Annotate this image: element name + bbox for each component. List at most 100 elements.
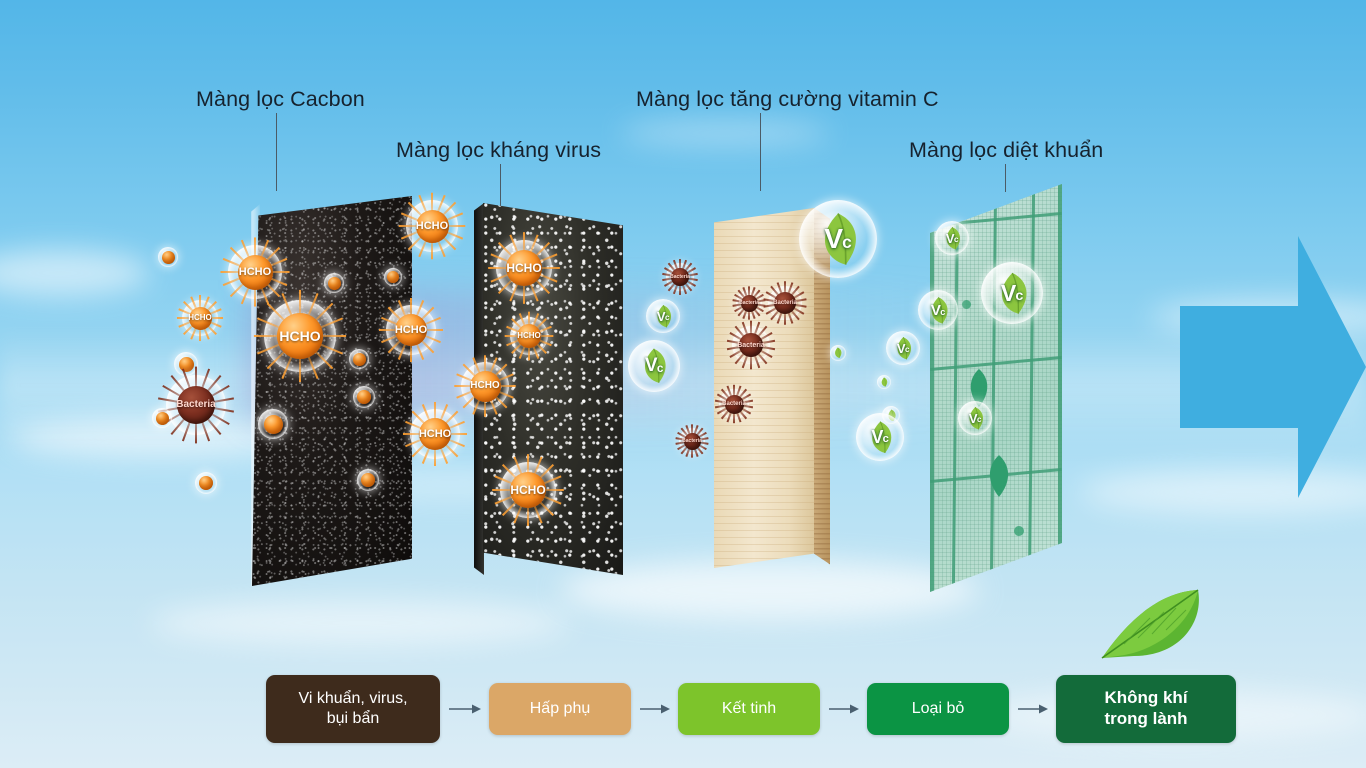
dust-core [199,476,213,490]
dust-particle [152,408,172,428]
box-remove[interactable]: Loại bỏ [867,683,1009,735]
dust-particle [158,247,178,267]
leaf-icon [824,213,856,265]
box-freshair[interactable]: Không khí trong lành [1056,675,1236,743]
particle-spikes [714,384,754,424]
leaf-icon [946,226,960,250]
label-antibact: Màng lọc diệt khuẩn [909,138,1104,162]
leaf-icon [645,348,666,384]
dust-core [263,414,283,434]
dust-core [361,473,375,487]
box-crystallize[interactable]: Kết tinh [678,683,820,735]
airflow-arrow-icon [1180,236,1366,498]
particle-spikes [726,320,776,370]
flow-arrow-icon [449,704,481,714]
dust-particle [349,349,369,369]
hcho-particle: HCHO [454,355,516,417]
leaf-icon [881,377,888,387]
antibacterial-filter-frame [930,184,1062,592]
particle-spikes [176,294,224,342]
vitaminc-dot [877,375,891,389]
hcho-particle: HCHO [504,311,554,361]
dust-particle [258,409,288,439]
box-adsorption[interactable]: Hấp phụ [489,683,631,735]
leaf-icon [970,369,988,407]
leaf-icon [657,304,671,328]
process-flow: Vi khuẩn, virus, bụi bẩn Hấp phụ Kết tinh L… [0,672,1366,747]
fresh-leaf-icon [1101,589,1199,659]
cloud [620,120,830,146]
vitaminc-filter [714,208,832,570]
dust-core [161,250,175,264]
bacteria-particle: Bacteria [726,320,776,370]
bacteria-core: Bacteria [722,394,746,414]
bacteria-particle: Bacteria [714,384,754,424]
hcho-core: HCHO [415,209,449,243]
hcho-core: HCHO [395,314,427,346]
dust-particle [195,472,217,494]
leaf-icon [969,406,983,430]
leader-line-carbon [276,113,277,191]
leaf-icon [1001,272,1027,314]
hcho-particle: HCHO [220,237,290,307]
bacteria-core: Bacteria [682,432,702,450]
hcho-core: HCHO [277,313,323,359]
particle-spikes [253,289,347,383]
dust-core [357,390,371,404]
mesh-dot [962,300,971,309]
leader-line-antivirus [500,164,501,211]
hcho-core: HCHO [188,306,212,330]
flow-arrow-icon [829,704,859,714]
leaf-icon [897,336,911,360]
leaf-icon [871,421,891,453]
dust-core [327,276,341,290]
particle-spikes [398,192,466,260]
hcho-particle: HCHO [492,454,564,526]
hcho-core: HCHO [469,370,501,402]
cloud [560,560,980,620]
hcho-core: HCHO [517,324,541,348]
bacteria-core: Bacteria [739,294,759,312]
vitaminc-filter-edge [814,208,830,565]
bacteria-core: Bacteria [773,292,797,314]
flow-arrow-icon [1018,704,1048,714]
leaf-icon [989,455,1009,497]
vitaminc-filter-face [714,208,814,568]
hcho-particle: HCHO [398,192,466,260]
box-contaminants[interactable]: Vi khuẩn, virus, bụi bẩn [266,675,440,743]
cloud [150,600,570,646]
hcho-particle: HCHO [253,289,347,383]
hcho-core: HCHO [237,254,273,290]
bacteria-particle: Bacteria [662,259,698,295]
bacteria-core: Bacteria [670,268,690,286]
bacteria-particle: Bacteria [675,424,709,458]
bacteria-core: Bacteria [176,386,216,424]
label-carbon: Màng lọc Cacbon [196,87,365,111]
dust-particle [384,268,402,286]
bacteria-particle: Bacteria [732,286,766,320]
leaf-icon [931,296,948,324]
hcho-core: HCHO [506,250,542,286]
dust-particle [174,352,198,376]
dust-core [155,411,169,425]
bacteria-particle: Bacteria [763,281,807,325]
leader-line-antibact [1005,164,1006,192]
bacteria-particle: Bacteria [158,366,234,444]
